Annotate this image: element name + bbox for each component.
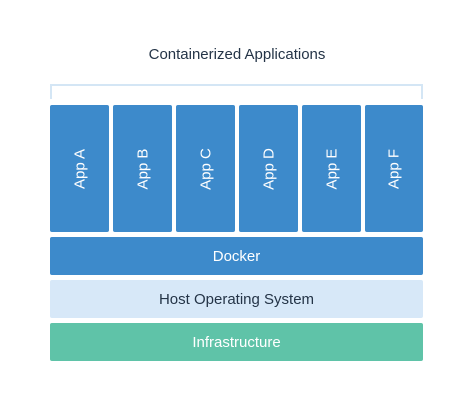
app-e-label: App E	[323, 148, 340, 189]
docker-layer: Docker	[50, 237, 423, 275]
app-a-label: App A	[71, 148, 88, 189]
app-c-block: App C	[176, 105, 235, 232]
app-b-block: App B	[113, 105, 172, 232]
applications-bracket	[50, 84, 423, 99]
app-f-label: App F	[385, 148, 403, 189]
host-os-layer: Host Operating System	[50, 280, 423, 318]
app-f-block: App F	[365, 105, 423, 232]
infrastructure-layer: Infrastructure	[50, 323, 423, 361]
app-a-block: App A	[50, 105, 109, 232]
app-e-block: App E	[302, 105, 361, 232]
diagram-title: Containerized Applications	[148, 46, 326, 63]
app-d-block: App D	[239, 105, 298, 232]
app-d-label: App D	[260, 147, 277, 190]
app-c-label: App C	[197, 147, 214, 190]
app-b-label: App B	[134, 148, 151, 189]
